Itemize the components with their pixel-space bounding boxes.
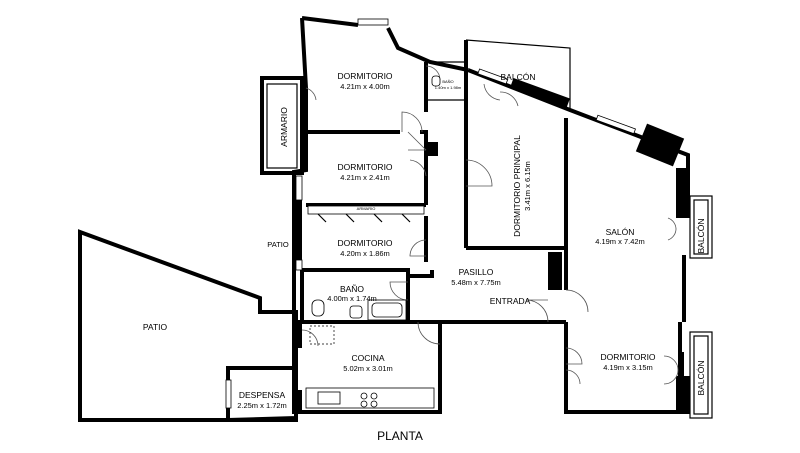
dim-dorm2: 4.21m x 2.41m: [340, 173, 390, 182]
closet-dorm3: [307, 205, 425, 215]
label-entrada: ENTRADA: [490, 296, 531, 306]
door-dorm1: [401, 111, 423, 133]
balcon-right-2: [689, 331, 713, 419]
label-pasillo: PASILLO: [459, 267, 494, 277]
kitchen-hob-1: [360, 392, 368, 400]
door-dorm4: [565, 347, 583, 365]
label-patio-big: PATIO: [143, 322, 168, 332]
dim-bano2: 1.40m x 1.98m: [435, 85, 462, 90]
bath-tub-inner: [371, 302, 403, 318]
label-bano1: BAÑO: [340, 284, 364, 294]
door-balcon-top2: [499, 91, 519, 107]
kitchen-hob-2: [370, 392, 378, 400]
window-left: [295, 175, 303, 201]
armario-wall: [260, 76, 304, 175]
bath-toilet: [311, 299, 325, 317]
dim-pasillo: 5.48m x 7.75m: [451, 278, 501, 287]
door-bano: [389, 281, 409, 301]
door-dorm3: [409, 239, 427, 257]
label-patio-small: PATIO: [267, 240, 289, 249]
label-dorm1: DORMITORIO: [337, 71, 392, 81]
window-despensa: [225, 379, 232, 409]
window-top-1: [357, 18, 389, 26]
window-top-2: [477, 68, 509, 85]
plan-title: PLANTA: [377, 429, 423, 443]
window-left-2: [295, 259, 303, 271]
door-entrada: [525, 299, 549, 323]
label-armario: ARMARIO: [279, 107, 289, 147]
dim-despensa: 2.25m x 1.72m: [237, 401, 287, 410]
wall-slab-8: [426, 142, 438, 156]
door-salon: [565, 289, 589, 313]
label-dorm-principal: DORMITORIO PRINCIPAL: [512, 135, 522, 237]
wall-slab-5: [635, 123, 685, 167]
kitchen-hob-3: [360, 400, 368, 408]
wall-slab-3: [676, 168, 690, 218]
door-dorm2: [407, 131, 427, 151]
dim-dorm3: 4.20m x 1.86m: [340, 249, 390, 258]
bath2-toilet: [431, 75, 441, 87]
label-balcon-top: BALCÓN: [501, 72, 536, 82]
kitchen-sink: [317, 391, 341, 405]
interior-walls: [294, 62, 568, 412]
label-dorm3: DORMITORIO: [337, 238, 392, 248]
balcony-top-rail: [465, 39, 571, 110]
label-dorm4: DORMITORIO: [600, 352, 655, 362]
door-dorm2b: [409, 159, 427, 177]
dim-dorm1: 4.21m x 4.00m: [340, 82, 390, 91]
dim-dorm4: 4.19m x 3.15m: [603, 363, 653, 372]
door-patio: [301, 329, 319, 347]
wall-slab-6: [292, 322, 302, 348]
label-balcon-right1: BALCÓN: [696, 219, 706, 254]
armario-inner: [266, 83, 298, 169]
window-top-3: [595, 114, 636, 135]
kitchen-table: [309, 325, 335, 345]
label-despensa: DESPENSA: [239, 390, 286, 400]
bano2-walls: [426, 61, 466, 101]
door-balcon-r1: [667, 217, 677, 241]
wall-slab-2: [548, 252, 562, 290]
dim-cocina: 5.02m x 3.01m: [343, 364, 393, 373]
door-balcon-r2: [663, 355, 679, 385]
dp-walls: [464, 40, 566, 250]
balcon-right-1: [689, 195, 713, 259]
kitchen-hob-4: [370, 400, 378, 408]
door-dorm4b: [565, 369, 581, 385]
dim-salon: 4.19m x 7.42m: [595, 237, 645, 246]
dim-dorm-principal: 3.41m x 6.15m: [523, 161, 532, 211]
label-cocina: COCINA: [351, 353, 384, 363]
wall-slab-9: [510, 78, 570, 108]
balcon-right-1-inner: [693, 199, 709, 255]
wall-slab-4: [676, 376, 690, 414]
door-armario: [305, 87, 317, 101]
dim-bano1: 4.00m x 1.74m: [327, 294, 377, 303]
label-balcon-right2: BALCÓN: [696, 361, 706, 396]
label-armario-small: ARMARIO: [357, 206, 376, 211]
label-salon: SALÓN: [606, 227, 635, 237]
wall-slab-1: [292, 200, 302, 260]
label-bano2: BAÑO: [442, 79, 453, 84]
label-dorm2: DORMITORIO: [337, 162, 392, 172]
door-balcon-top: [483, 83, 501, 101]
balcon-right-2-inner: [693, 335, 709, 415]
closet-doors: [317, 213, 411, 223]
door-cocina: [417, 321, 441, 345]
door-dp: [465, 159, 493, 187]
bath-sink: [349, 305, 363, 319]
